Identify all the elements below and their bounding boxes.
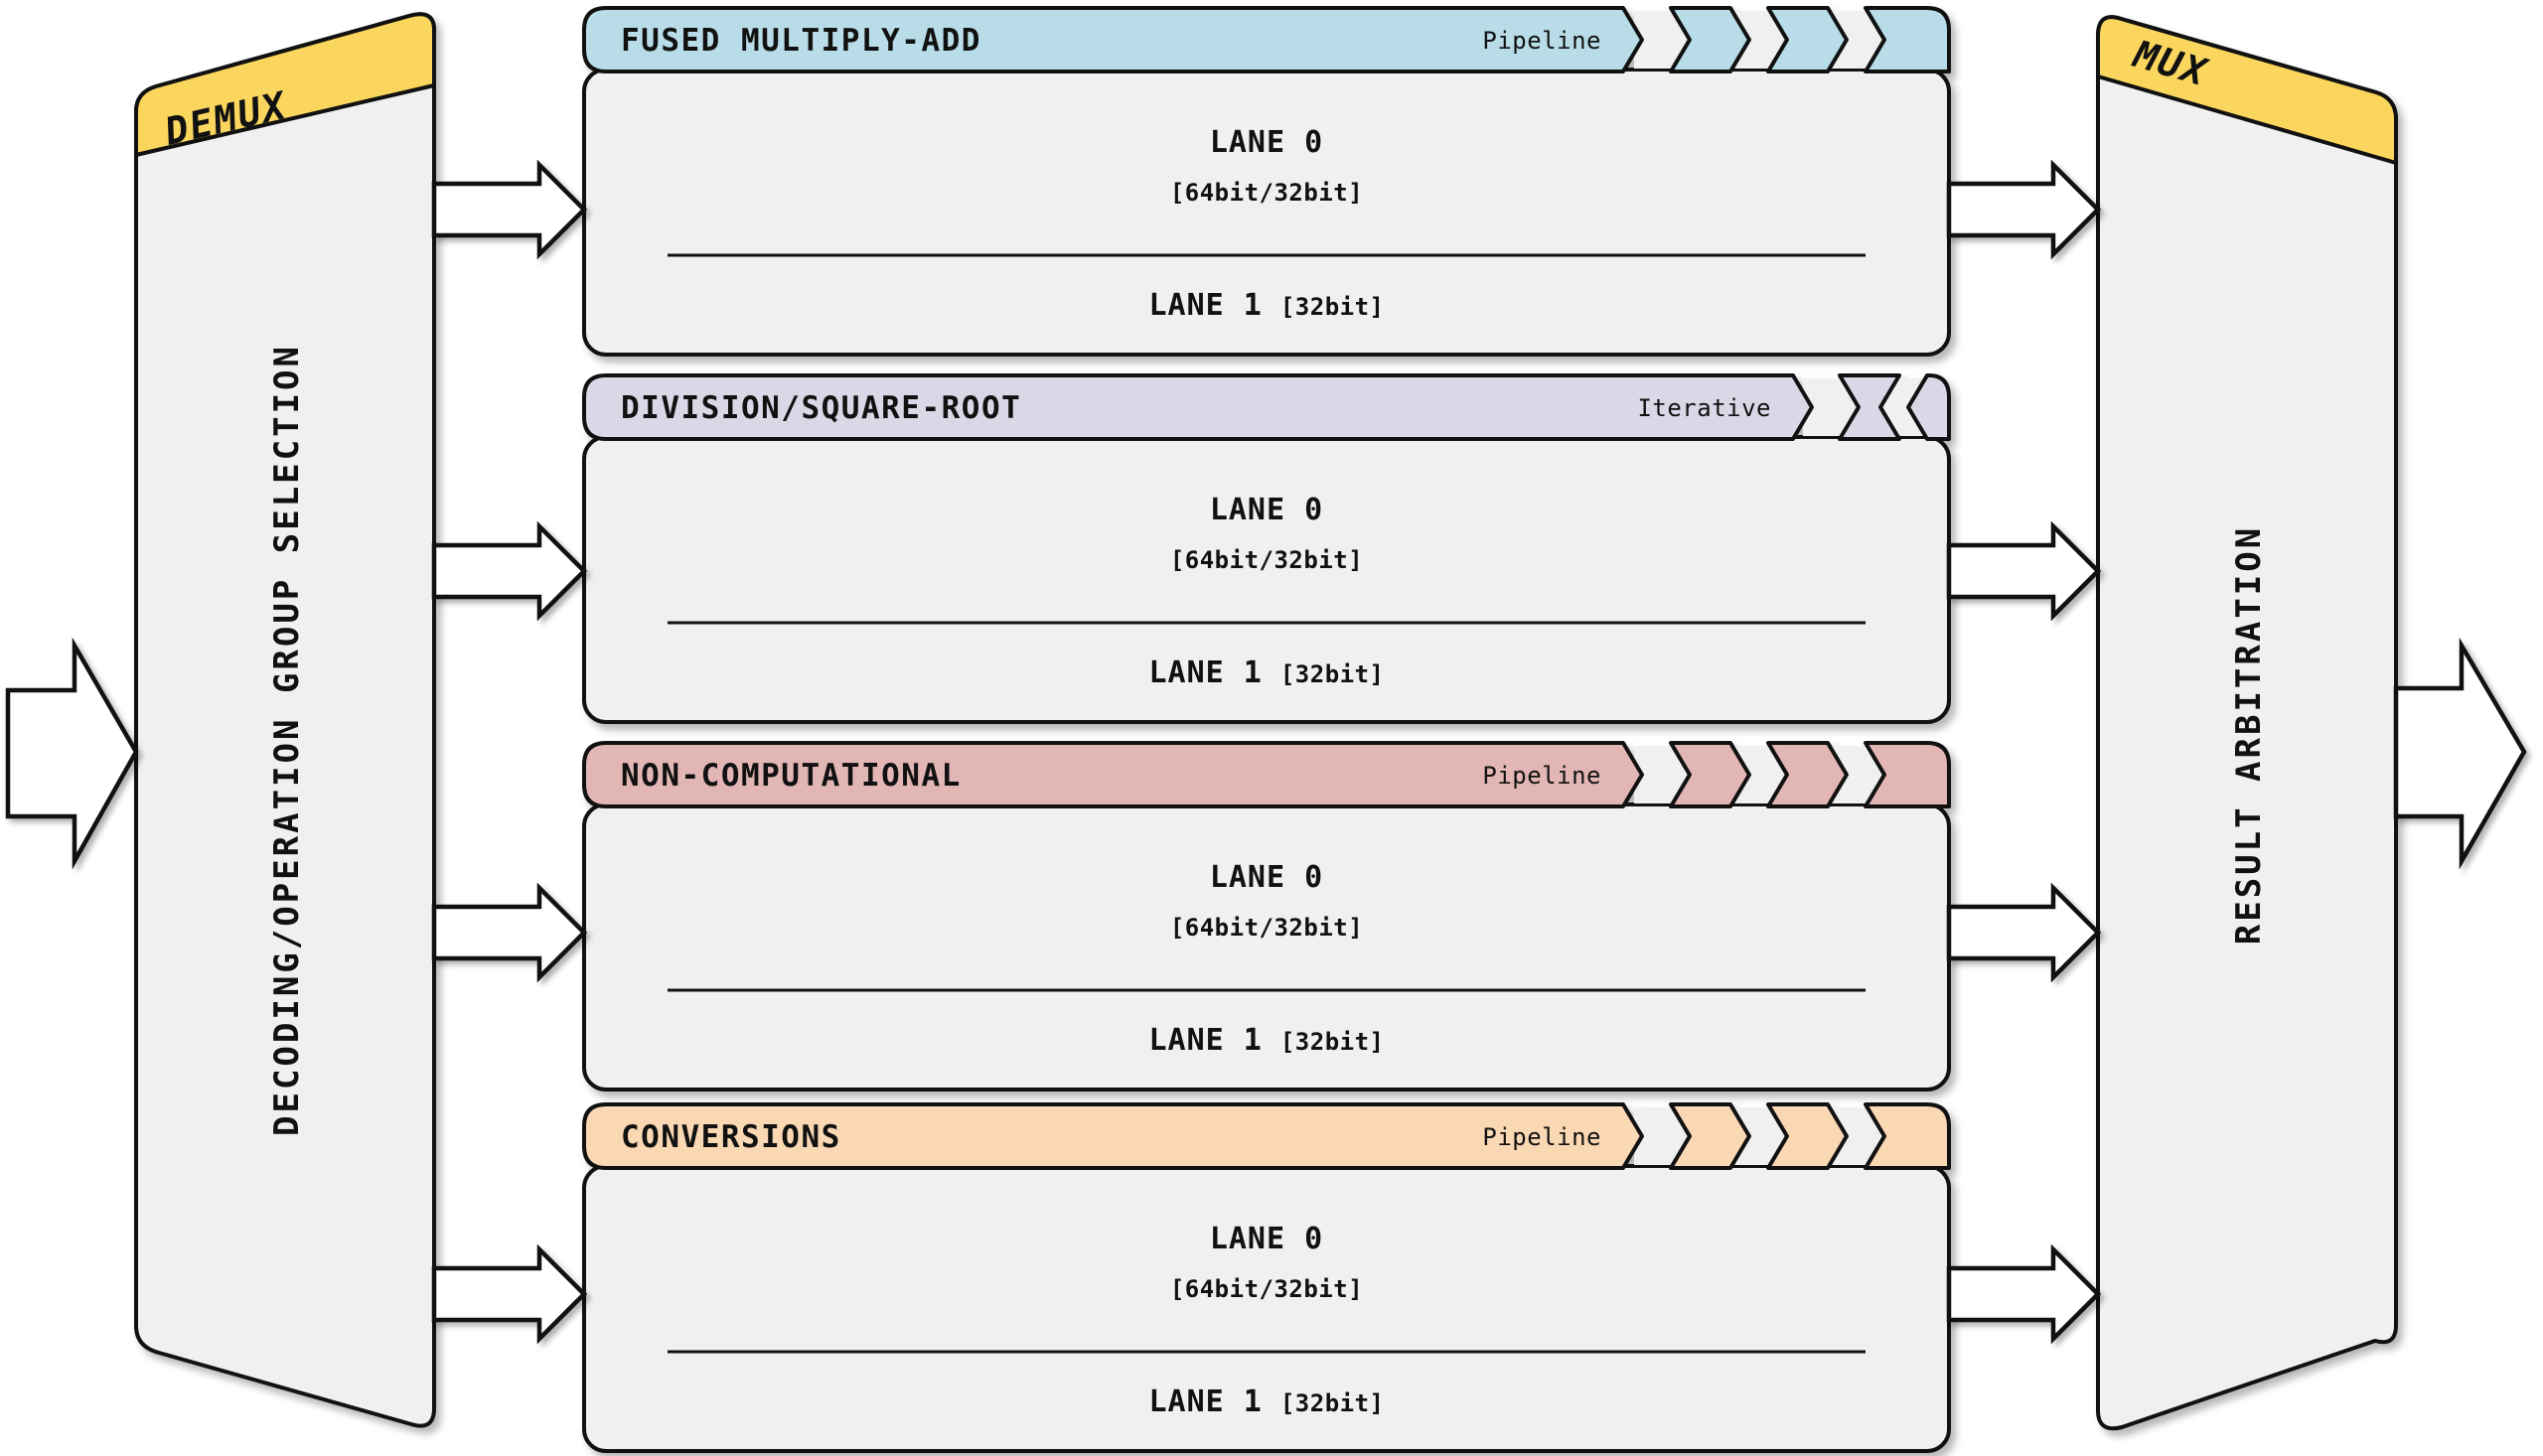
unit-non-computational: NON-COMPUTATIONAL Pipeline LANE 0 [64bit… [582,741,1951,1092]
lane1-label-group: LANE 1 [32bit] [1148,288,1384,323]
iterative-chevron-end-piece [1906,373,1951,441]
execution-mode-label: Iterative [1637,394,1771,422]
lane1-label-group: LANE 1 [32bit] [1148,655,1384,690]
noncomp-to-mux-arrow [1946,882,2102,983]
lane1-width-label: [32bit] [1280,293,1385,321]
input-arrow [5,637,139,870]
unit-header-bar [582,373,1814,441]
unit-header-bar [582,741,1644,808]
lane1-label-group: LANE 1 [32bit] [1148,1384,1384,1419]
demux-to-noncomp-arrow [431,882,588,983]
pipeline-chevron-icon [1669,6,1751,73]
demux-body-label: DECODING/OPERATION GROUP SELECTION [267,344,307,1136]
lane1-width-label: [32bit] [1280,1028,1385,1056]
unit-conversions: CONVERSIONS Pipeline LANE 0 [64bit/32bit… [582,1102,1951,1453]
lane1-width-label: [32bit] [1280,1389,1385,1417]
execution-mode-label: Pipeline [1482,762,1601,790]
execution-mode-label: Pipeline [1482,27,1601,55]
mux-block: MUX RESULT ARBITRATION [2096,15,2398,1431]
lane1-label: LANE 1 [1148,655,1262,690]
unit-body-card [582,435,1951,724]
iterative-reverse-chevron-icon [1838,373,1901,441]
conversions-to-mux-arrow [1946,1243,2102,1345]
lane0-label: LANE 0 [1210,1222,1323,1256]
unit-body-card [582,1164,1951,1453]
pipeline-chevron-end-piece [1864,6,1951,73]
output-arrow [2393,637,2527,870]
divsqrt-to-mux-arrow [1946,520,2102,622]
demux-to-conversions-arrow [431,1243,588,1345]
demux-tab [134,12,436,157]
unit-header-bar [582,6,1644,73]
pipeline-chevron-icon [1766,741,1849,808]
unit-header-bar [582,1102,1644,1170]
lane1-width-label: [32bit] [1280,660,1385,688]
lane0-width-label: [64bit/32bit] [1170,914,1363,942]
lane0-width-label: [64bit/32bit] [1170,179,1363,207]
demux-block: DEMUX DECODING/OPERATION GROUP SELECTION [134,12,436,1428]
demux-to-divsqrt-arrow [431,520,588,622]
unit-title: NON-COMPUTATIONAL [621,758,962,794]
mux-body-label: RESULT ARBITRATION [2229,525,2269,945]
mux-tab [2096,15,2398,165]
lane0-label: LANE 0 [1210,860,1323,895]
unit-body-card [582,802,1951,1092]
unit-fused-multiply-add: FUSED MULTIPLY-ADD Pipeline LANE 0 [64bi… [582,6,1951,357]
lane0-width-label: [64bit/32bit] [1170,546,1363,574]
execution-mode-label: Pipeline [1482,1123,1601,1151]
unit-title: FUSED MULTIPLY-ADD [621,23,981,59]
unit-title: CONVERSIONS [621,1119,841,1155]
fma-to-mux-arrow [1946,159,2102,260]
pipeline-chevron-icon [1766,1102,1849,1170]
lane0-label: LANE 0 [1210,493,1323,527]
lane0-label: LANE 0 [1210,125,1323,160]
demux-to-fma-arrow [431,159,588,260]
pipeline-chevron-end-piece [1864,741,1951,808]
unit-title: DIVISION/SQUARE-ROOT [621,390,1021,426]
lane1-label: LANE 1 [1148,1384,1262,1419]
pipeline-chevron-icon [1669,741,1751,808]
pipeline-chevron-end-piece [1864,1102,1951,1170]
unit-division-square-root: DIVISION/SQUARE-ROOT Iterative LANE 0 [6… [582,373,1951,724]
lane0-width-label: [64bit/32bit] [1170,1275,1363,1303]
lane1-label: LANE 1 [1148,288,1262,323]
pipeline-chevron-icon [1669,1102,1751,1170]
lane1-label-group: LANE 1 [32bit] [1148,1023,1384,1058]
pipeline-chevron-icon [1766,6,1849,73]
lane1-label: LANE 1 [1148,1023,1262,1058]
unit-body-card [582,68,1951,357]
